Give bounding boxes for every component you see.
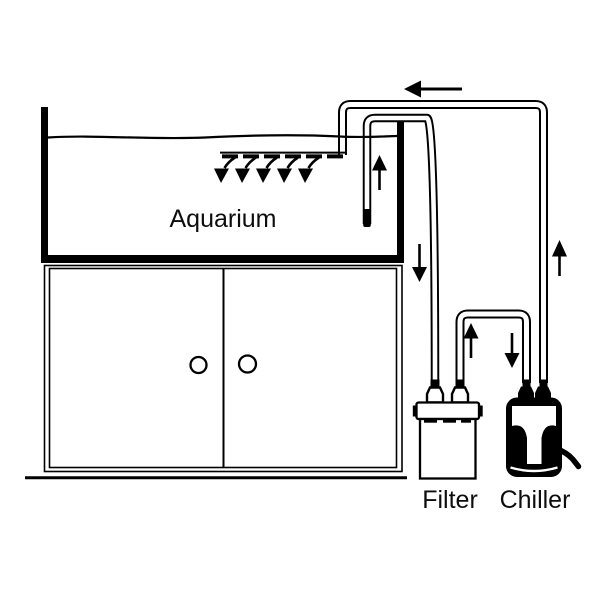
spray-arrows (214, 156, 320, 183)
tank-left-wall (41, 107, 48, 263)
flow-arrow-left-icon (404, 80, 462, 98)
chiller-outlet-fitting (535, 386, 551, 401)
spray-arrow-icon (277, 156, 299, 183)
spray-arrow-icon (298, 156, 320, 183)
filter-lid (415, 401, 481, 421)
filter-to-chiller-pipe (455, 309, 531, 383)
chiller-device (506, 379, 582, 477)
plumbing-pipes (338, 100, 548, 384)
spray-arrow-icon (214, 156, 236, 183)
flow-arrow-up-intake-icon (372, 155, 387, 190)
tank-right-wall (397, 115, 404, 263)
tank-bottom (41, 255, 404, 263)
flow-arrow-down-drain-icon (412, 244, 427, 282)
filter-inlet-collar (430, 379, 440, 389)
filter-latch-mark (461, 419, 471, 423)
chiller-label: Chiller (500, 486, 571, 514)
flow-arrow-up-chiller-return-icon (552, 240, 567, 276)
chiller-inlet-collar (522, 379, 531, 389)
chiller-outlet-collar (539, 379, 548, 389)
intake-pipe (362, 113, 440, 384)
cabinet-stand (25, 264, 407, 480)
filter-outlet-collar (455, 379, 465, 389)
water-line (47, 134, 398, 140)
filter-inlet-fitting (425, 386, 445, 404)
filter-clip-right (477, 405, 483, 417)
filter-body (418, 417, 477, 480)
chiller-inlet-fitting (518, 386, 534, 401)
filter-device (412, 379, 483, 480)
filter-latch-mark (443, 419, 456, 423)
aquarium-tank (41, 107, 404, 263)
spray-arrow-icon (235, 156, 257, 183)
return-pipe (338, 100, 548, 383)
spray-bar (220, 151, 347, 159)
spray-arrow-icon (256, 156, 278, 183)
filter-latch-mark (424, 419, 437, 423)
filter-outlet-fitting (450, 386, 470, 404)
flow-arrow-up-filter-out-icon (463, 323, 479, 358)
door-handle-right (237, 354, 258, 374)
aquarium-label: Aquarium (170, 205, 277, 233)
filter-clip-left (412, 405, 418, 417)
flow-arrow-down-chiller-in-icon (504, 333, 520, 368)
filter-label: Filter (422, 486, 478, 514)
chiller-front-panel (512, 406, 556, 464)
flow-arrows (372, 80, 567, 368)
chiller-base-rim (510, 466, 558, 473)
door-handle-left (189, 355, 208, 375)
intake-strainer (363, 209, 371, 227)
